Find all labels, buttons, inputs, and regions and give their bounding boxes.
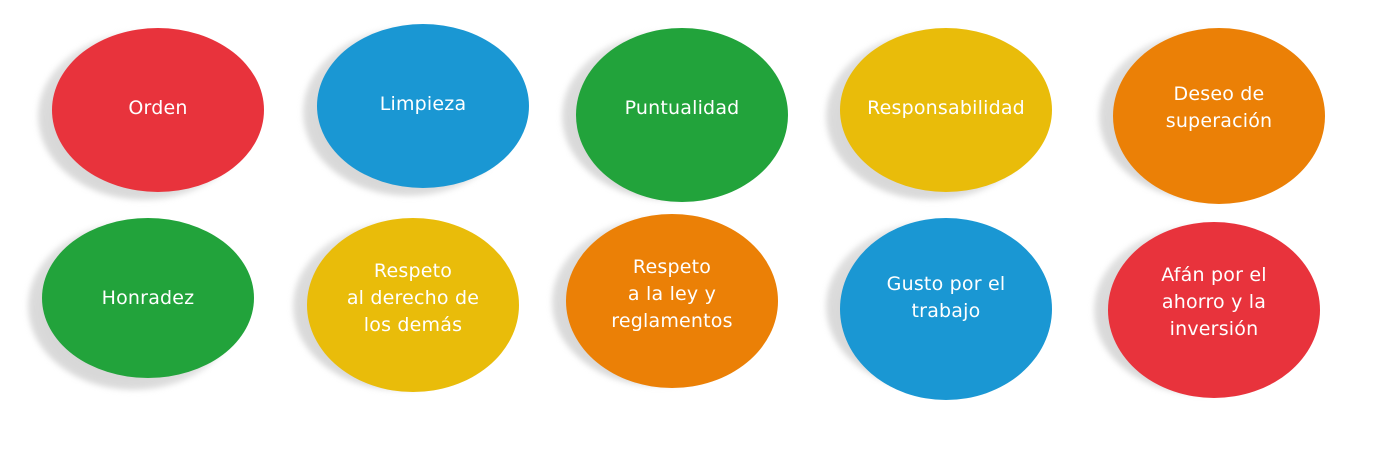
bubble-circle: Orden [52,28,264,192]
bubble-circle: Deseo de superación [1113,28,1325,204]
bubble-label: Responsabilidad [867,96,1025,119]
bubble-circle: Respeto a la ley y reglamentos [566,214,778,388]
bubble-circle: Puntualidad [576,28,788,202]
bubble-circle: Limpieza [317,24,529,188]
bubble-circle: Honradez [42,218,254,378]
bubble-limpieza: Limpieza [303,24,529,196]
bubble-orden: Orden [38,28,264,200]
bubble-label: Honradez [101,286,195,309]
bubble-puntualidad: Puntualidad [562,28,788,202]
bubble-circle: Afán por el ahorro y la inversión [1108,222,1320,398]
bubble-label: Respeto a la ley y reglamentos [611,255,733,332]
bubble-label: Limpieza [379,92,467,115]
bubble-honradez: Honradez [28,218,254,390]
bubble-label: Respeto al derecho de los demás [346,259,480,336]
bubble-label: Gusto por el trabajo [886,273,1006,322]
bubble-circle: Respeto al derecho de los demás [307,218,519,392]
bubble-gusto-por-el-trabajo: Gusto por el trabajo [826,218,1052,400]
bubble-label: Orden [128,96,188,119]
bubble-respeto-ley: Respeto a la ley y reglamentos [552,214,778,388]
bubble-afan-por-el-ahorro: Afán por el ahorro y la inversión [1094,222,1320,398]
bubble-deseo-de-superacion: Deseo de superación [1099,28,1325,204]
bubble-responsabilidad: Responsabilidad [826,28,1052,200]
bubble-label: Puntualidad [624,96,740,119]
bubble-circle: Responsabilidad [840,28,1052,192]
bubble-circle: Gusto por el trabajo [840,218,1052,400]
bubble-label: Deseo de superación [1165,83,1273,132]
bubble-label: Afán por el ahorro y la inversión [1161,263,1267,340]
bubble-respeto-derecho: Respeto al derecho de los demás [293,218,519,392]
